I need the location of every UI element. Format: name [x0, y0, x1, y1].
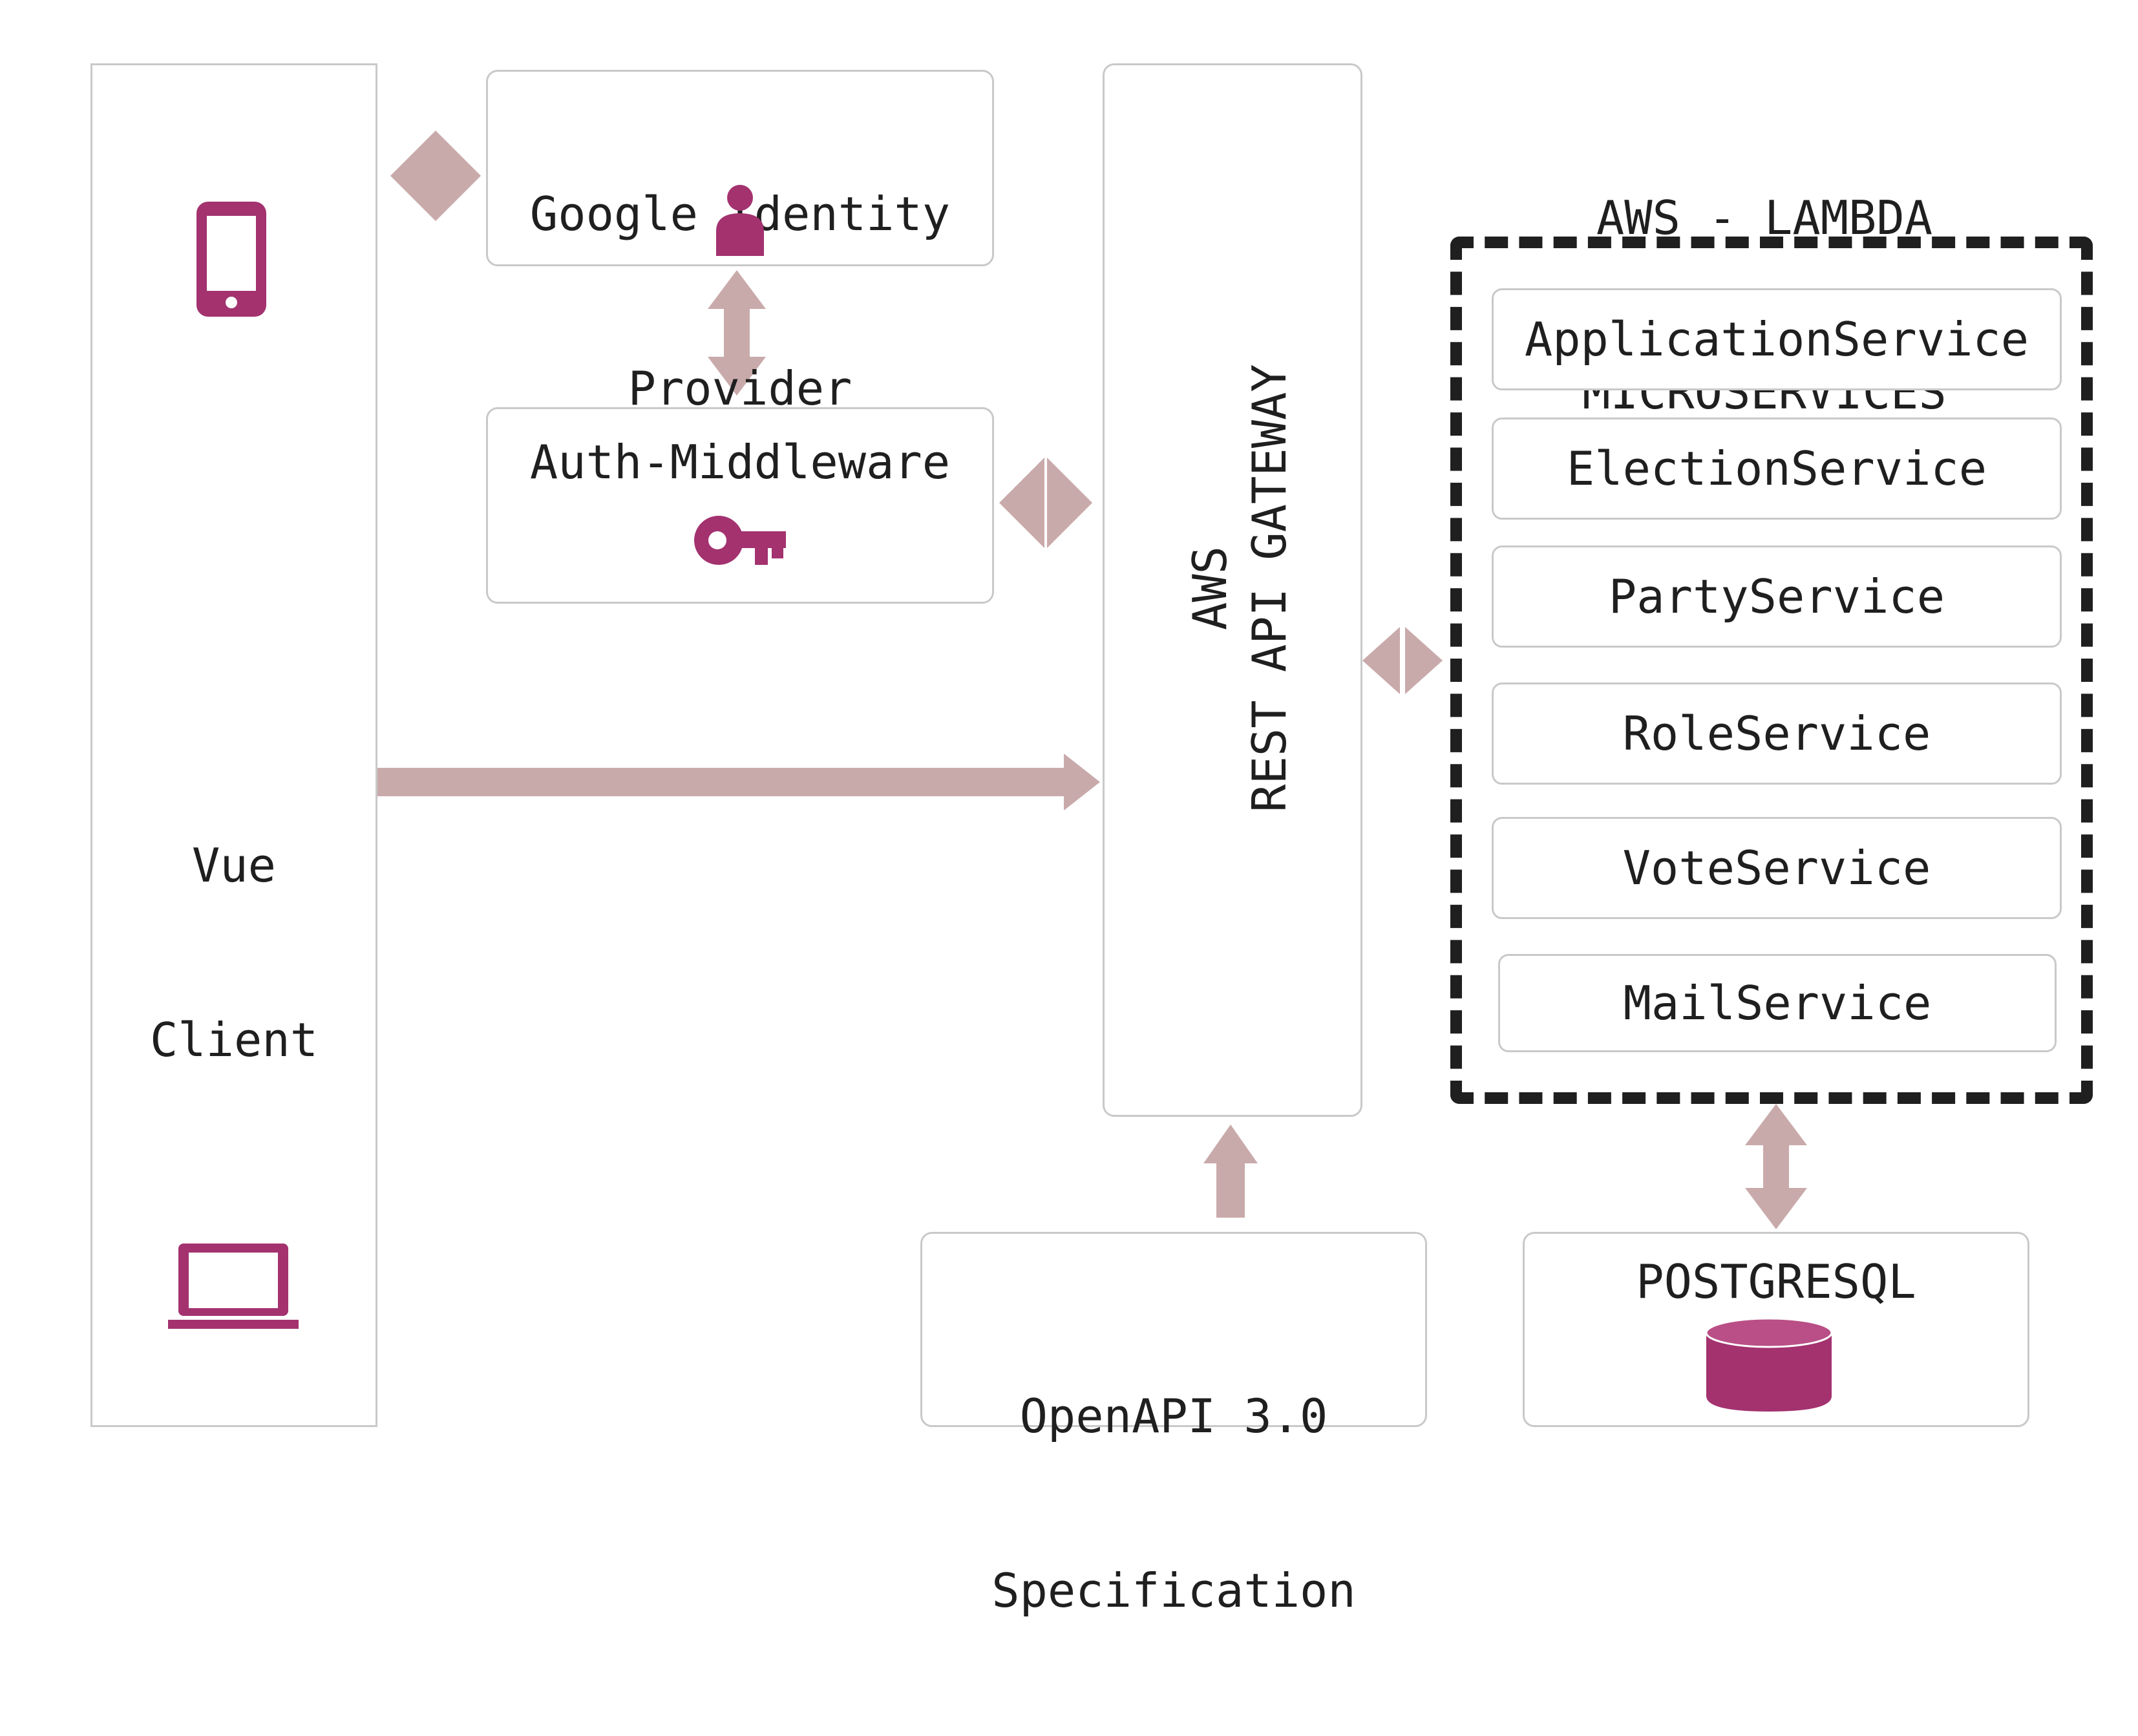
auth-middleware-box [486, 407, 994, 604]
smartphone-icon [196, 202, 266, 317]
service-label: MailService [1623, 976, 1932, 1030]
openapi-spec-box [920, 1232, 1427, 1427]
client-idp-arrow [390, 131, 436, 221]
client-gateway-arrow [376, 754, 1100, 810]
service-item-vote: VoteService [1492, 817, 2062, 919]
database-icon [1705, 1317, 1833, 1412]
service-item-election: ElectionService [1492, 418, 2062, 520]
service-label: ElectionService [1566, 441, 1987, 496]
api-gateway-label: AWS REST API GATEWAY [1180, 297, 1309, 879]
key-icon [694, 516, 786, 565]
user-icon [716, 185, 764, 256]
api-gateway-label-line1: AWS [1183, 545, 1237, 631]
vue-client-label-line1: Vue [191, 838, 277, 893]
google-identity-provider-box [486, 70, 994, 266]
api-gateway-box [1103, 63, 1362, 1117]
service-label: PartyService [1608, 569, 1945, 624]
lambda-title-line1: AWS - LAMBDA [1596, 191, 1933, 245]
client-idp-arrow-right [436, 131, 481, 221]
service-label: VoteService [1622, 841, 1931, 895]
auth-gateway-arrow [999, 458, 1044, 548]
laptop-icon [168, 1244, 299, 1329]
lambda-microservices-container [1450, 237, 2093, 1104]
idp-label-line2: Provider [628, 361, 852, 416]
service-item-party: PartyService [1492, 545, 2062, 648]
postgresql-label: POSTGRESQL [1636, 1254, 1916, 1309]
openapi-label-line2: Specification [991, 1563, 1356, 1618]
vue-client-label-line2: Client [149, 1013, 319, 1067]
google-identity-provider-label: Google Identity Provider [486, 69, 994, 534]
auth-middleware-label: Auth-Middleware [529, 435, 951, 489]
service-label: RoleService [1622, 706, 1931, 761]
architecture-diagram: Vue Client Google Identity Provider Auth… [90, 63, 2093, 1618]
vue-client-label: Vue Client [90, 720, 377, 1185]
auth-gateway-arrow-right [1047, 458, 1092, 548]
service-item-role: RoleService [1492, 683, 2062, 785]
idp-auth-arrow [708, 270, 766, 396]
service-item-application: ApplicationService [1492, 288, 2062, 390]
openapi-label-line1: OpenAPI 3.0 [1019, 1389, 1328, 1443]
service-item-mail: MailService [1498, 954, 2057, 1052]
api-gateway-label-line2: REST API GATEWAY [1242, 364, 1297, 812]
gateway-lambda-arrow-right [1405, 627, 1443, 694]
service-label: ApplicationService [1524, 312, 2029, 366]
arrows-layer [376, 131, 1807, 1229]
openapi-gateway-arrow [1203, 1125, 1258, 1218]
openapi-spec-label: OpenAPI 3.0 Specification [920, 1271, 1427, 1736]
gateway-lambda-arrow [1362, 627, 1400, 694]
lambda-db-arrow [1745, 1104, 1807, 1229]
